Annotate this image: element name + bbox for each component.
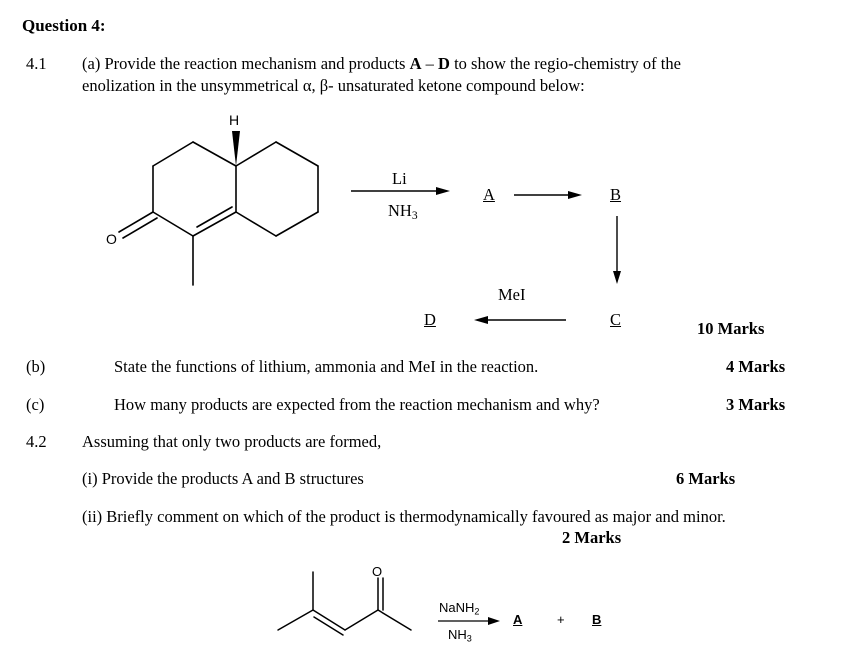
q41a-text-prefix: (a) Provide the reaction mechanism and p…: [82, 54, 410, 73]
question-b-text: State the functions of lithium, ammonia …: [114, 357, 539, 376]
reagent-nh3-main: NH: [388, 201, 412, 220]
reagent-li: Li: [392, 169, 407, 188]
question-4-2-intro: Assuming that only two products are form…: [82, 432, 382, 451]
reagent-nanh2: NaNH2: [439, 600, 479, 616]
question-label-c: (c): [26, 395, 45, 414]
product-B-2: B: [592, 612, 602, 627]
q41a-bold-D: D: [438, 54, 450, 73]
product-A: A: [483, 185, 495, 204]
reagent-nanh2-sub: 2: [474, 606, 480, 617]
q41a-text-suffix: to show the regio-chemistry of the: [449, 54, 681, 73]
question-c-text: How many products are expected from the …: [114, 395, 600, 414]
question-4-2-ii: (ii) Briefly comment on which of the pro…: [82, 507, 726, 526]
q41a-dash: –: [421, 54, 439, 73]
question-title: Question 4:: [22, 16, 106, 35]
reagent-nh3-2-sub: 3: [466, 633, 472, 644]
stereo-wedge: [232, 131, 240, 166]
question-number-4-1: 4.1: [26, 54, 47, 73]
product-C: C: [610, 310, 622, 329]
product-B: B: [610, 185, 622, 204]
reagent-MeI: MeI: [498, 285, 526, 304]
question-4-2-i: (i) Provide the products A and B structu…: [82, 469, 364, 488]
reagent-nh3-2: NH3: [448, 627, 472, 643]
marks-4-1a: 10 Marks: [697, 319, 765, 338]
marks-4-2-ii: 2 Marks: [562, 528, 622, 547]
reagent-nh3: NH3: [388, 201, 418, 222]
product-D: D: [424, 310, 436, 329]
atom-H: H: [229, 112, 240, 128]
q41a-bold-A: A: [409, 54, 422, 73]
product-A-2: A: [513, 612, 523, 627]
question-number-4-2: 4.2: [26, 432, 47, 451]
atom-O-2: O: [372, 564, 383, 579]
plus-sign: +: [557, 612, 565, 627]
marks-4-2-i: 6 Marks: [676, 469, 736, 488]
reagent-nh3-sub: 3: [411, 209, 418, 222]
reagent-nh3-2-main: NH: [448, 627, 467, 642]
marks-b: 4 Marks: [726, 357, 786, 376]
marks-c: 3 Marks: [726, 395, 786, 414]
question-4-1a-line2: enolization in the unsymmetrical α, β- u…: [82, 76, 585, 95]
question-label-b: (b): [26, 357, 46, 376]
atom-O: O: [106, 231, 117, 247]
reagent-nanh2-main: NaNH: [439, 600, 475, 615]
question-4-1a-line1: (a) Provide the reaction mechanism and p…: [82, 54, 826, 74]
